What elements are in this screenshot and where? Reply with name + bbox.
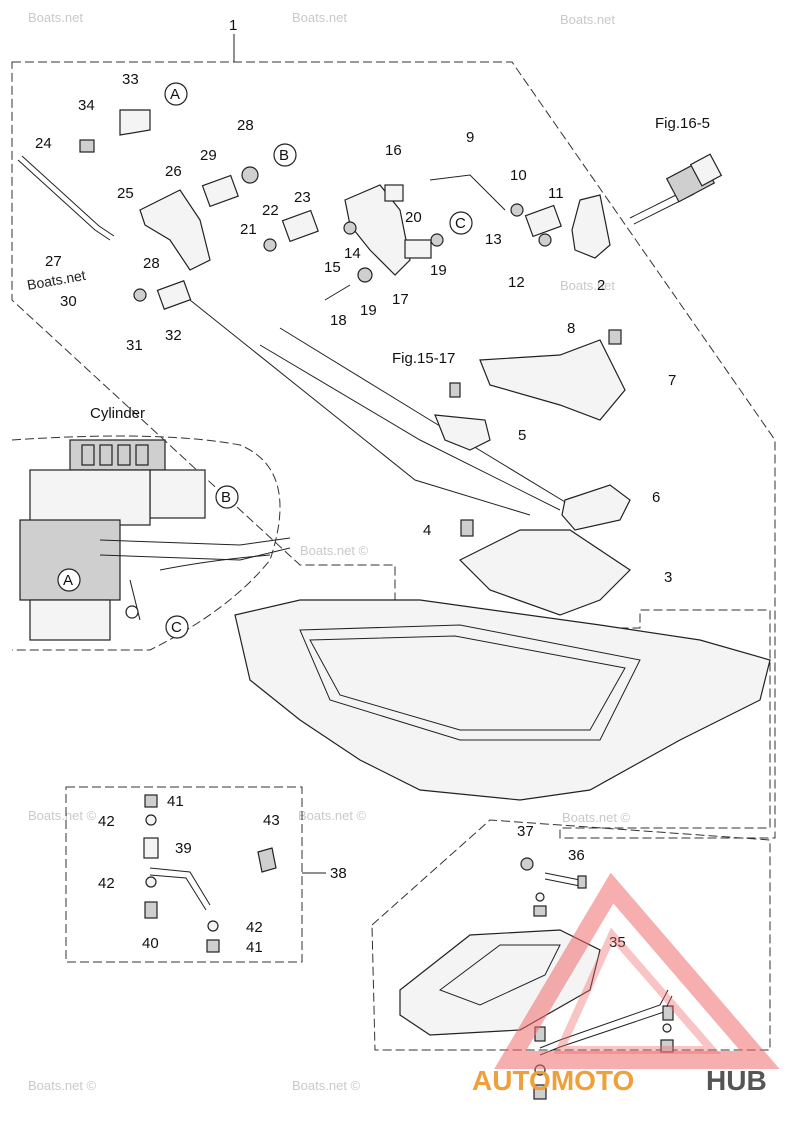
brand-automoto: AUTOMOTO [472,1065,634,1096]
automotohub-logo: AUTOMOTO HUB [472,872,780,1096]
part-label-17: 17 [392,291,409,308]
watermark: Boats.net © [28,1078,97,1093]
part-label-34: 34 [78,97,95,114]
part-label-5: 5 [518,427,526,444]
part-label-19: 19 [430,262,447,279]
part-label-3: 3 [664,569,672,586]
part-label-41b: 41 [246,939,263,956]
part-label-15: 15 [324,259,341,276]
part-label-42b: 42 [98,875,115,892]
part-label-16: 16 [385,142,402,159]
watermark: Boats.net © [562,810,631,825]
part-label-8: 8 [567,320,575,337]
kit-38-parts [143,794,277,953]
part-label-6: 6 [652,489,660,506]
part-label-36: 36 [568,847,585,864]
cylinder-label: Cylinder [90,405,145,422]
part-label-41: 41 [167,793,184,810]
callout-c [449,211,473,235]
part-label-43: 43 [263,812,280,829]
assembly-outline [11,61,776,839]
watermark: Boats.net [26,267,87,293]
callout-c-text: C [455,215,466,232]
cylinder-engine [19,439,291,641]
callout-a-text: A [170,86,180,103]
linkage-parts [17,109,611,516]
callout-b-text: B [279,147,289,164]
part-label-26: 26 [165,163,182,180]
part-label-32: 32 [165,327,182,344]
part-label-42: 42 [98,813,115,830]
watermark: Boats.net © [292,1078,361,1093]
part-label-25: 25 [117,185,134,202]
part-label-19b: 19 [360,302,377,319]
fig-ref-16-5: Fig.16-5 [655,115,710,132]
part-label-13: 13 [485,231,502,248]
part-label-11: 11 [548,185,564,202]
callout-b [273,143,297,167]
part-label-9: 9 [466,129,474,146]
bracket-parts [434,329,631,616]
watermark: Boats.net [560,12,615,27]
part-label-4: 4 [423,522,431,539]
part-label-21: 21 [240,221,257,238]
part-label-30: 30 [60,293,77,310]
fig-ref-15-17: Fig.15-17 [392,350,455,367]
callout-a-inset [57,568,81,592]
watermark: Boats.net © [298,808,367,823]
brand-hub: HUB [706,1065,767,1096]
part-label-27: 27 [45,253,62,270]
part-label-28: 28 [237,117,254,134]
part-label-33: 33 [122,71,139,88]
watermark: Boats.net © [28,808,97,823]
part-label-28b: 28 [143,255,160,272]
watermark: Boats.net [28,10,83,25]
part-label-23: 23 [294,189,311,206]
part-label-20: 20 [405,209,422,226]
part-label-31: 31 [126,337,143,354]
fig-16-5-part [629,153,723,225]
part-label-24: 24 [35,135,52,152]
part-label-18: 18 [330,312,347,329]
part-label-22: 22 [262,202,279,219]
callout-a-text: A [63,572,73,589]
lower-tray-outline [371,819,771,1051]
callout-c-text: C [171,619,182,636]
callout-b-inset [215,485,239,509]
watermark: Boats.net [292,10,347,25]
callout-a [164,82,188,106]
part-label-7: 7 [668,372,676,389]
bottom-cowling [234,599,771,801]
part-label-38: 38 [330,865,347,882]
part-label-39: 39 [175,840,192,857]
part-label-42c: 42 [246,919,263,936]
callout-c-inset [165,615,189,639]
watermark: Boats.net [560,278,615,293]
part-label-37: 37 [517,823,534,840]
part-label-29: 29 [200,147,217,164]
part-label-2: 2 [597,277,605,294]
cylinder-inset-outline [11,435,281,651]
part-label-10: 10 [510,167,527,184]
part-label-14: 14 [344,245,361,262]
part-label-1: 1 [229,17,237,34]
callout-b-text: B [221,489,231,506]
part-label-35: 35 [609,934,626,951]
part-label-40: 40 [142,935,159,952]
watermark: Boats.net © [300,543,369,558]
kit-38-box [65,786,303,963]
part-label-12: 12 [508,274,525,291]
